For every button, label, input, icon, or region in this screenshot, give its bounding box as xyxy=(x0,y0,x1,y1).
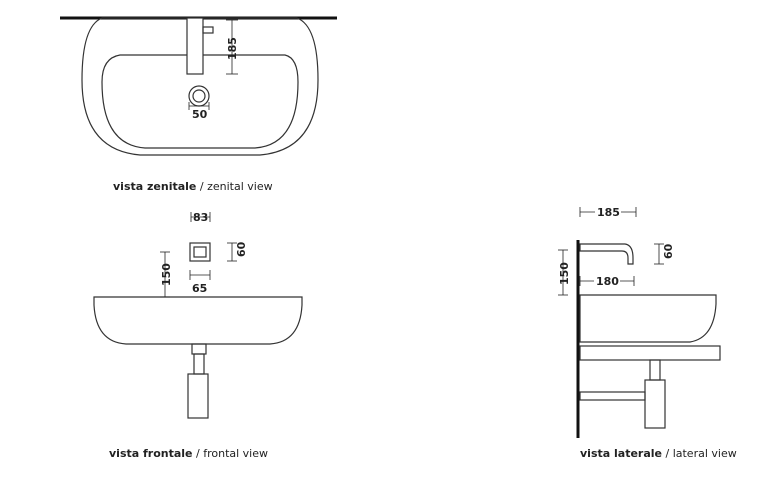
faucet-side xyxy=(579,243,634,265)
trap-side-arm xyxy=(579,391,646,401)
caption-lateral: vista laterale / lateral view xyxy=(580,447,737,460)
faucet-top xyxy=(186,17,204,75)
basin-front xyxy=(93,296,303,345)
frontal-dim-width: 65 xyxy=(192,282,207,295)
trap-body xyxy=(187,373,209,419)
trap-upper xyxy=(193,353,205,375)
lateral-dim-spout: 180 xyxy=(596,275,619,288)
caption-lateral-bold: vista laterale xyxy=(580,447,662,460)
caption-zenital-bold: vista zenitale xyxy=(113,180,197,193)
faucet-front xyxy=(189,242,211,262)
caption-frontal-rest: / frontal view xyxy=(192,447,269,460)
caption-frontal-bold: vista frontale xyxy=(109,447,193,460)
zenital-dim-depth: 185 xyxy=(226,37,239,60)
caption-lateral-rest: / lateral view xyxy=(662,447,737,460)
faucet-front-inner xyxy=(193,246,207,258)
frontal-dim-side: 60 xyxy=(235,241,248,257)
lateral-dim-height: 150 xyxy=(558,262,571,285)
caption-zenital-rest: / zenital view xyxy=(196,180,273,193)
trap-side-body xyxy=(644,379,666,429)
basin-inner xyxy=(101,54,299,149)
drain-neck xyxy=(191,343,207,355)
frontal-view xyxy=(93,212,303,419)
zenital-dim-drain: 50 xyxy=(192,108,208,121)
caption-zenital: vista zenitale / zenital view xyxy=(113,180,273,193)
lateral-dim-side: 60 xyxy=(662,243,675,259)
zenital-view xyxy=(60,16,337,156)
basin-outline xyxy=(81,17,319,156)
basin-side xyxy=(579,294,717,343)
drain-outer xyxy=(188,85,210,107)
drain-inner xyxy=(192,89,206,103)
lateral-dim-top: 185 xyxy=(597,206,620,219)
frontal-dim-height: 150 xyxy=(160,263,173,286)
faucet-tip xyxy=(202,26,214,34)
countertop xyxy=(579,345,721,361)
lateral-view xyxy=(558,207,721,438)
caption-frontal: vista frontale / frontal view xyxy=(109,447,268,460)
frontal-dim-top: 83 xyxy=(193,211,208,224)
drain-side xyxy=(649,359,661,381)
